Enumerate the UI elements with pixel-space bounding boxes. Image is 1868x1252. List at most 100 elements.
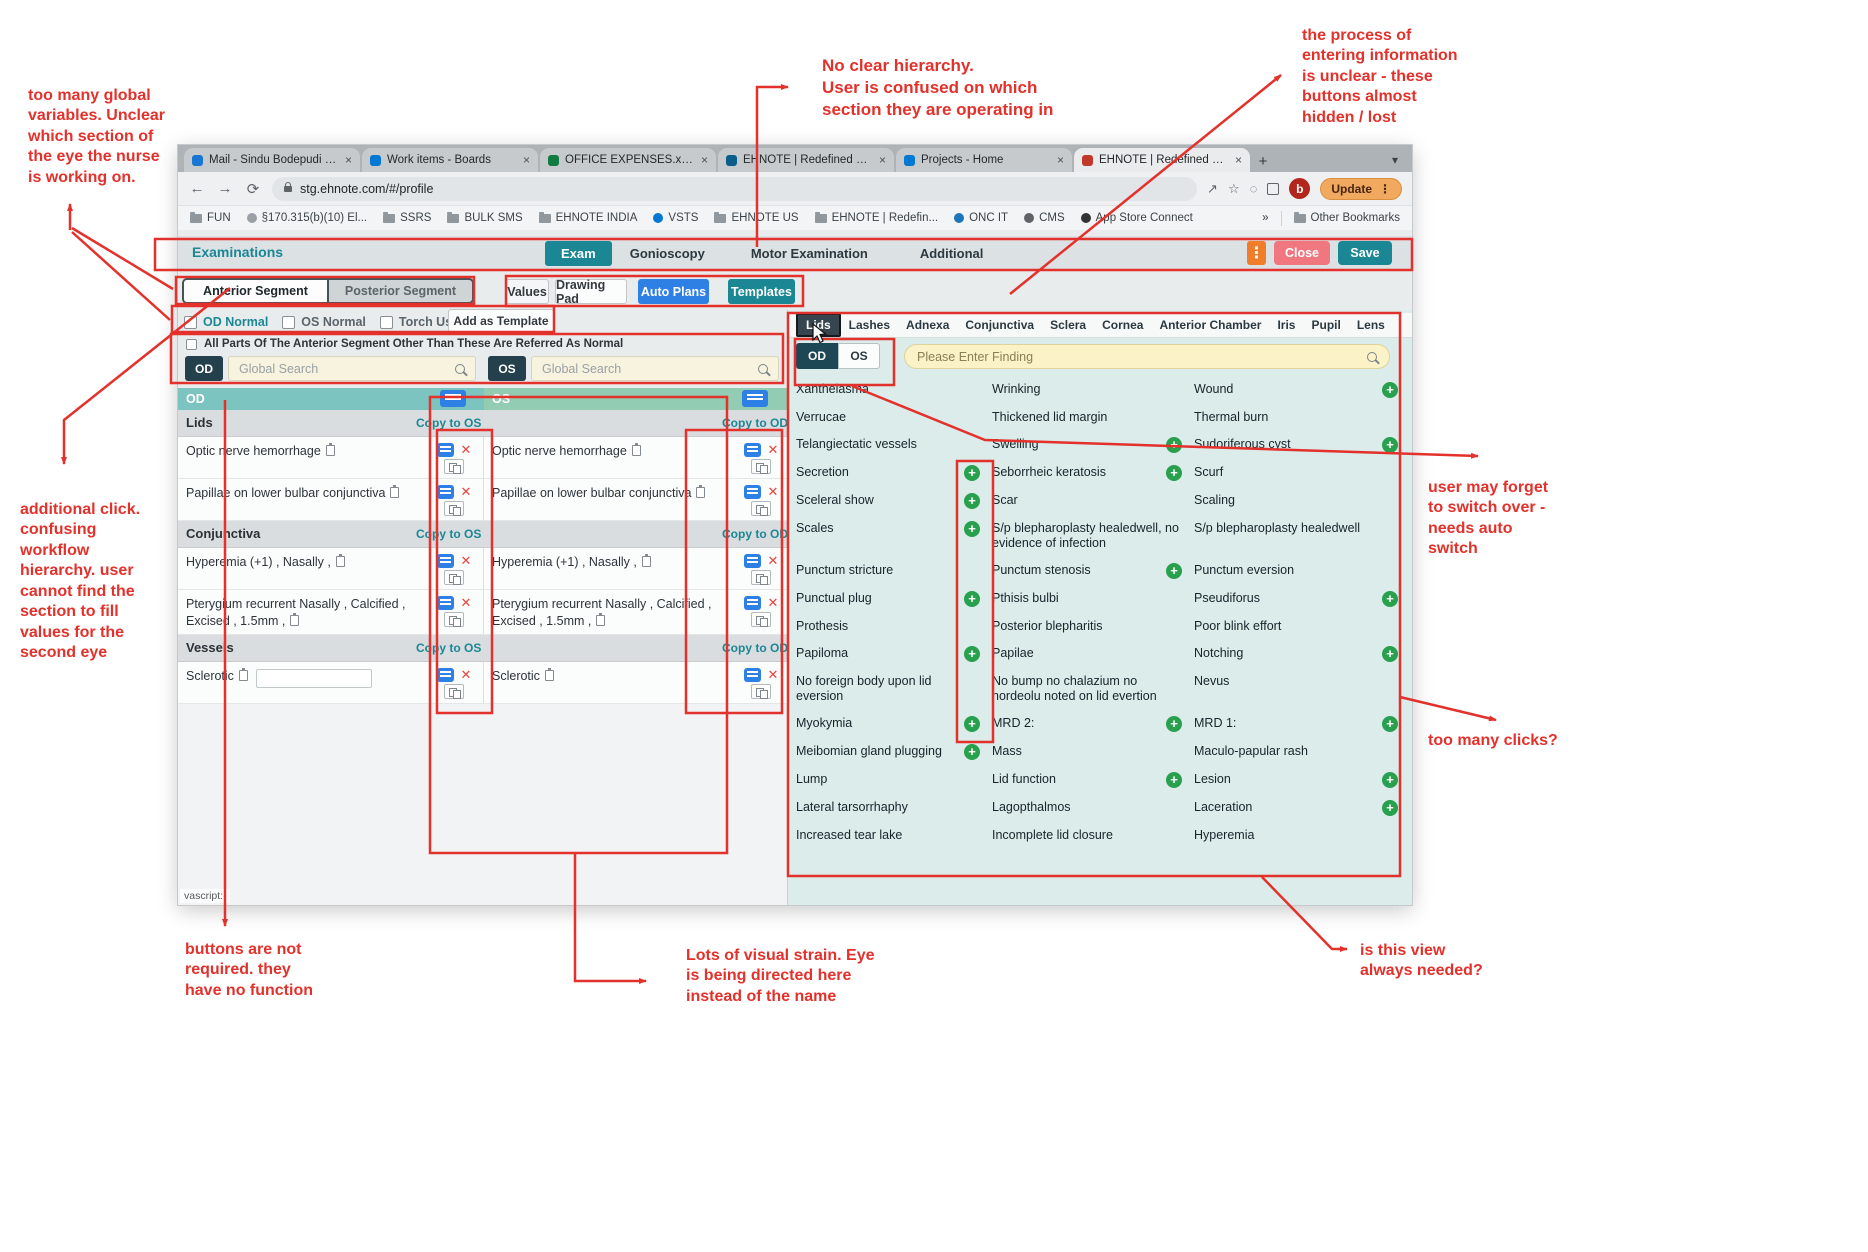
finding-option[interactable]: Increased tear lake + bbox=[792, 820, 988, 847]
anatomy-tab[interactable]: Anterior Chamber bbox=[1159, 318, 1262, 332]
details-icon[interactable] bbox=[743, 443, 761, 457]
finding-label[interactable]: Lesion bbox=[1194, 772, 1231, 786]
anatomy-tab[interactable]: Lens bbox=[1356, 318, 1385, 332]
browser-tab[interactable]: EHNOTE | Redefined Electr × bbox=[718, 148, 894, 172]
finding-label[interactable]: MRD 1: bbox=[1194, 716, 1237, 730]
anatomy-tab[interactable]: Iris bbox=[1277, 318, 1296, 332]
add-finding-icon[interactable]: + bbox=[1166, 716, 1182, 732]
finding-option[interactable]: Lagopthalmos + bbox=[988, 792, 1190, 820]
finding-label[interactable]: Xanthelasma bbox=[796, 382, 869, 396]
finding-label[interactable]: Scar bbox=[992, 493, 1018, 507]
od-pill[interactable]: OD bbox=[185, 356, 223, 381]
finding-label[interactable]: Papiloma bbox=[796, 646, 849, 660]
finding-option[interactable]: Poor blink effort + bbox=[1190, 611, 1406, 638]
templates-button[interactable]: Templates bbox=[728, 279, 795, 304]
tab-motor-examination[interactable]: Motor Examination bbox=[750, 245, 868, 261]
checkbox-icon[interactable] bbox=[186, 338, 197, 350]
finding-option[interactable]: Myokymia + bbox=[792, 708, 988, 736]
anatomy-tab[interactable]: Conjunctiva bbox=[965, 318, 1035, 332]
finding-option[interactable]: Swelling + bbox=[988, 429, 1190, 457]
normal-checkbox[interactable]: OS Normal bbox=[282, 315, 366, 329]
od-global-search-input[interactable]: Global Search bbox=[228, 356, 476, 381]
os-pill[interactable]: OS bbox=[488, 356, 526, 381]
add-finding-icon[interactable]: + bbox=[964, 591, 980, 607]
details-icon[interactable] bbox=[436, 554, 454, 568]
finding-option[interactable]: Punctum eversion + bbox=[1190, 555, 1406, 583]
finding-label[interactable]: Hyperemia bbox=[1194, 828, 1255, 842]
checkbox-icon[interactable] bbox=[282, 315, 296, 329]
copy-icon[interactable] bbox=[751, 501, 771, 516]
copy-icon[interactable] bbox=[444, 459, 464, 474]
finding-option[interactable]: Scurf + bbox=[1190, 457, 1406, 485]
finding-label[interactable]: Myokymia bbox=[796, 716, 853, 730]
extensions-icon[interactable]: ◌ bbox=[1249, 181, 1258, 196]
bookmark-item[interactable]: App Store Connect bbox=[1080, 212, 1193, 224]
finding-option[interactable]: Lateral tarsorrhaphy + bbox=[792, 792, 988, 820]
details-icon[interactable] bbox=[743, 485, 761, 499]
tab-close-icon[interactable]: × bbox=[344, 153, 352, 167]
anatomy-tab[interactable]: Cornea bbox=[1102, 318, 1144, 332]
finding-search-input[interactable]: Please Enter Finding bbox=[904, 344, 1390, 369]
delete-icon[interactable]: ✕ bbox=[460, 666, 472, 682]
finding-option[interactable]: Seborrheic keratosis + bbox=[988, 457, 1190, 485]
copy-icon[interactable] bbox=[444, 570, 464, 585]
browser-tab[interactable]: OFFICE EXPENSES.xlsx × bbox=[540, 148, 716, 172]
finding-option[interactable]: Scaling + bbox=[1190, 485, 1406, 513]
other-bookmarks-button[interactable]: Other Bookmarks bbox=[1293, 211, 1400, 224]
finding-option[interactable]: No foreign body upon lid eversion + bbox=[792, 666, 988, 708]
finding-option[interactable]: Meibomian gland plugging + bbox=[792, 736, 988, 764]
copy-to-os-link[interactable]: Copy to OS bbox=[416, 640, 482, 655]
finding-option[interactable]: Scales + bbox=[792, 513, 988, 555]
finding-label[interactable]: S/p blepharoplasty healedwell, no eviden… bbox=[992, 521, 1179, 550]
browser-tab[interactable]: Work items - Boards × bbox=[362, 148, 538, 172]
browser-tab[interactable]: Projects - Home × bbox=[896, 148, 1072, 172]
address-bar[interactable]: stg.ehnote.com/#/profile bbox=[272, 176, 1198, 201]
add-finding-icon[interactable]: + bbox=[1382, 591, 1398, 607]
add-finding-icon[interactable]: + bbox=[1382, 382, 1398, 398]
finding-option[interactable]: Maculo-papular rash + bbox=[1190, 736, 1406, 764]
finding-label[interactable]: Prothesis bbox=[796, 619, 849, 633]
finding-option[interactable]: Mass + bbox=[988, 736, 1190, 764]
bookmark-item[interactable]: EHNOTE | Redefin... bbox=[814, 211, 938, 224]
add-finding-icon[interactable]: + bbox=[964, 744, 980, 760]
details-icon[interactable] bbox=[436, 596, 454, 610]
os-column-list-button[interactable] bbox=[742, 390, 768, 407]
finding-option[interactable]: Xanthelasma + bbox=[792, 374, 988, 402]
close-button[interactable]: Close bbox=[1274, 241, 1330, 265]
add-finding-icon[interactable]: + bbox=[1166, 437, 1182, 453]
copy-icon[interactable] bbox=[444, 501, 464, 516]
bookmark-item[interactable]: CMS bbox=[1024, 212, 1065, 224]
finding-label[interactable]: Scaling bbox=[1194, 493, 1235, 507]
tab-search-chevron-icon[interactable]: ▾ bbox=[1391, 153, 1398, 167]
tab-exam[interactable]: Exam bbox=[545, 240, 612, 266]
finding-label[interactable]: Telangiectatic vessels bbox=[796, 437, 917, 451]
bookmarks-overflow-icon[interactable]: » bbox=[1262, 212, 1269, 224]
finding-option[interactable]: Telangiectatic vessels + bbox=[792, 429, 988, 457]
tab-close-icon[interactable]: × bbox=[700, 153, 708, 167]
finding-label[interactable]: Papilae bbox=[992, 646, 1034, 660]
bookmark-star-icon[interactable]: ☆ bbox=[1227, 180, 1240, 196]
finding-label[interactable]: Poor blink effort bbox=[1194, 619, 1282, 633]
delete-icon[interactable]: ✕ bbox=[460, 442, 472, 457]
finding-label[interactable]: Increased tear lake bbox=[796, 828, 903, 842]
os-toggle-button[interactable]: OS bbox=[838, 343, 880, 369]
finding-option[interactable]: Punctual plug + bbox=[792, 583, 988, 611]
finding-option[interactable]: S/p blepharoplasty healedwell, no eviden… bbox=[988, 513, 1190, 555]
checkbox-icon[interactable] bbox=[184, 315, 197, 329]
save-button[interactable]: Save bbox=[1338, 241, 1392, 265]
bookmark-item[interactable]: FUN bbox=[190, 211, 231, 224]
add-as-template-button[interactable]: Add as Template bbox=[448, 309, 554, 332]
back-icon[interactable]: ← bbox=[189, 180, 205, 197]
browser-tab[interactable]: EHNOTE | Redefined Electr × bbox=[1074, 148, 1250, 172]
finding-label[interactable]: Sceleral show bbox=[796, 493, 874, 507]
finding-option[interactable]: S/p blepharoplasty healedwell + bbox=[1190, 513, 1406, 555]
delete-icon[interactable]: ✕ bbox=[767, 553, 779, 568]
finding-label[interactable]: Thickened lid margin bbox=[992, 410, 1108, 424]
finding-label[interactable]: Posterior blepharitis bbox=[992, 619, 1103, 633]
add-finding-icon[interactable]: + bbox=[1166, 563, 1182, 579]
all-parts-normal-checkbox[interactable]: All Parts Of The Anterior Segment Other … bbox=[186, 338, 623, 350]
finding-label[interactable]: Nevus bbox=[1194, 674, 1230, 688]
finding-label[interactable]: Thermal burn bbox=[1194, 410, 1269, 424]
forward-icon[interactable]: → bbox=[217, 180, 233, 197]
finding-option[interactable]: Prothesis + bbox=[792, 611, 988, 638]
